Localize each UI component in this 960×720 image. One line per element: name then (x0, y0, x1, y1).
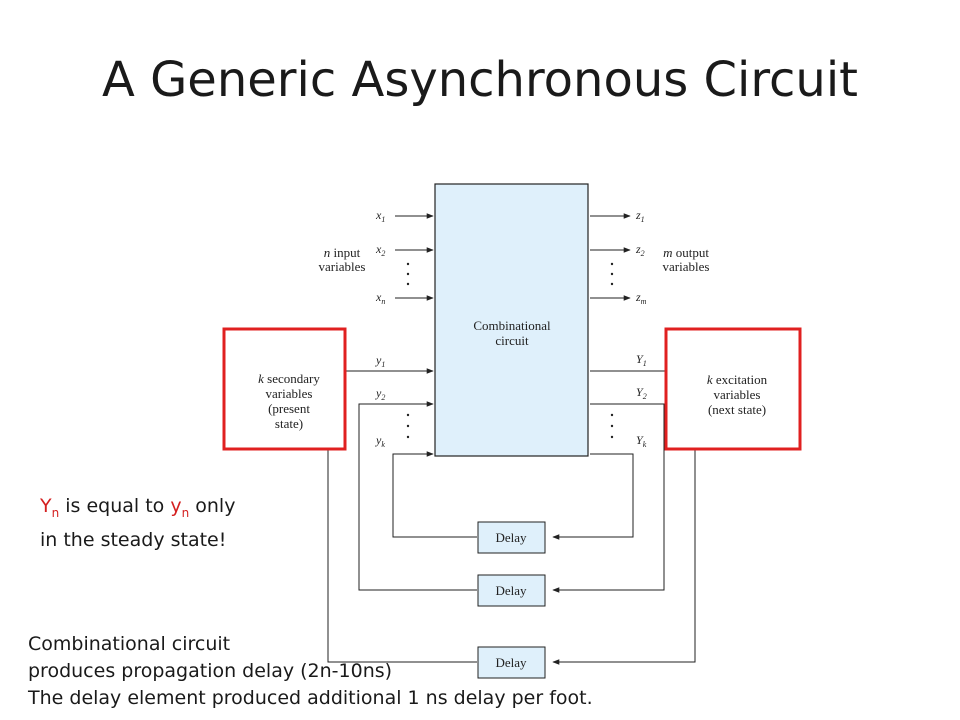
secondary-group-label-line2: variables (266, 386, 313, 401)
input-x2-label: x2 (375, 242, 385, 258)
delay-block-2: Delay (477, 574, 546, 607)
delay-note-line1: Combinational circuit (28, 633, 231, 655)
excitation-group-label-line1: k excitation (707, 372, 768, 387)
output-arrows (590, 213, 631, 301)
delay-block-k: Delay (477, 521, 546, 554)
wire-Yk-to-delay (552, 453, 634, 540)
output-zm-label: zm (635, 290, 647, 306)
excitation-Y1-label: Y1 (636, 352, 647, 368)
output-group-label-line2: variables (663, 259, 710, 274)
delay-label-k: Delay (495, 530, 527, 545)
delay-label-1: Delay (495, 655, 527, 670)
excitation-ellipsis (610, 413, 614, 439)
secondary-group-label-line4: state) (275, 416, 303, 431)
output-z2-label: z2 (635, 242, 645, 258)
input-group-label-line2: variables (319, 259, 366, 274)
secondary-highlight-box (222, 327, 347, 451)
input-group-label-line1: n input (324, 245, 361, 260)
block-label-line1: Combinational (473, 318, 551, 333)
delay-explanation-note: Combinational circuit produces propagati… (28, 631, 593, 712)
delay-note-line3: The delay element produced additional 1 … (28, 687, 593, 709)
wire-Y2-to-delay (552, 403, 665, 593)
excitation-Y2-label: Y2 (636, 385, 647, 401)
block-label-line2: circuit (495, 333, 529, 348)
excitation-group-label-line3: (next state) (708, 402, 766, 417)
excitation-group-label-line2: variables (714, 387, 761, 402)
secondary-y2-label: y2 (375, 386, 385, 402)
feedback-wiring (327, 368, 696, 665)
output-z1-label: z1 (635, 208, 645, 224)
secondary-yk-label: yk (375, 433, 385, 449)
secondary-ellipsis (406, 413, 410, 439)
slide-title: A Generic Asynchronous Circuit (102, 52, 858, 108)
secondary-y1-label: y1 (375, 353, 385, 369)
input-x1-label: x1 (375, 208, 385, 224)
combinational-circuit-block (434, 183, 589, 457)
excitation-Yk-label: Yk (636, 433, 647, 449)
steady-state-note: Yn is equal to yn only in the steady sta… (40, 493, 235, 554)
excitation-highlight-box (664, 327, 802, 451)
secondary-group-label-line1: k secondary (258, 371, 320, 386)
output-ellipsis (610, 262, 614, 286)
secondary-group-label-line3: (present (268, 401, 310, 416)
delay-note-line2: produces propagation delay (2n-10ns) (28, 660, 393, 682)
input-xn-label: xn (375, 290, 385, 306)
delay-label-2: Delay (495, 583, 527, 598)
output-group-label-line1: m output (663, 245, 709, 260)
input-ellipsis (406, 262, 410, 286)
steady-state-note-line2: in the steady state! (40, 528, 227, 551)
input-arrows (395, 213, 434, 301)
steady-state-note-line1: Yn is equal to yn only (40, 495, 236, 520)
wire-Y1-to-delay (552, 370, 696, 665)
wire-delay-to-y1 (327, 368, 477, 663)
wire-delay-to-yk (392, 451, 477, 538)
delay-block-1: Delay (477, 646, 546, 679)
wire-delay-to-y2 (358, 401, 477, 591)
